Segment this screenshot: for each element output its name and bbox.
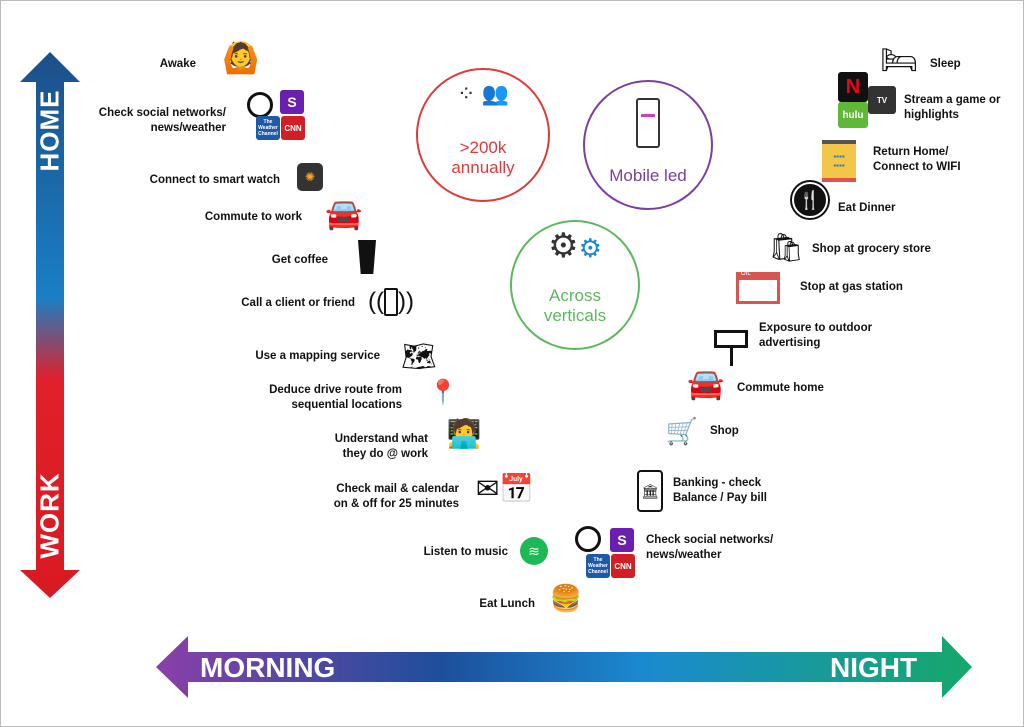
mobile-cart-icon: 🛒 <box>665 415 699 446</box>
night-label: NIGHT <box>830 652 918 683</box>
volume-line2: annually <box>451 158 515 177</box>
person-stretching-icon: 🙆 <box>222 41 260 75</box>
weather-channel-logo: The Weather Channel <box>256 116 280 140</box>
building-icon: ▪▪▪▪▪▪▪▪ <box>822 140 856 182</box>
morning-night-axis-arrow <box>156 636 972 698</box>
night-item-dinner: Eat Dinner <box>838 202 896 214</box>
morning-item-call: Call a client or friend <box>241 297 355 309</box>
netflix-logo: N <box>838 72 868 102</box>
morning-item-map: Use a mapping service <box>255 350 380 362</box>
cnn-logo: CNN <box>611 554 635 578</box>
night-item-social: Check social networks/ news/weather <box>646 534 774 561</box>
morning-item-awake: Awake <box>159 58 196 70</box>
weather-channel-logo: The Weather Channel <box>586 554 610 578</box>
car-icon: 🚘 <box>687 367 725 401</box>
night-item-sleep: Sleep <box>930 58 961 70</box>
home-work-axis-arrow <box>20 52 80 598</box>
home-label-wrap: HOME <box>30 80 70 180</box>
social-news-icon: S The Weather Channel CNN <box>569 520 637 580</box>
night-item-home-wifi: Return Home/ Connect to WIFI <box>873 146 961 173</box>
night-item-stream: Stream a game or highlights <box>904 94 1001 121</box>
social-network-icon <box>247 92 273 118</box>
smartwatch-icon: ✺ <box>297 156 323 198</box>
night-item-grocery: Shop at grocery store <box>812 243 931 255</box>
morning-item-music: Listen to music <box>423 546 508 558</box>
volume-circle: ⁘ 👥 >200k annually <box>416 68 550 202</box>
work-label-wrap: WORK <box>30 460 70 570</box>
morning-item-mail: Check mail & calendar on & off for 25 mi… <box>333 483 459 510</box>
sports-logo: S <box>280 90 304 114</box>
mobile-circle: Mobile led <box>583 80 713 210</box>
verticals-line2: verticals <box>543 306 607 325</box>
bed-icon: 🛏 <box>879 43 919 77</box>
morning-item-watch: Connect to smart watch <box>149 174 280 186</box>
dinner-icon: 🍴 <box>792 182 828 218</box>
mail-calendar-icon: ✉📅 <box>475 472 535 504</box>
desk-worker-icon: 🧑‍💻 <box>446 417 482 449</box>
morning-item-social: Check social networks/ news/weather <box>98 107 226 134</box>
route-icon: 📍 <box>428 378 458 406</box>
coffee-cup-icon <box>356 238 378 276</box>
streaming-apps-icon: N TV hulu <box>838 72 896 128</box>
gears-icon: ⚙⚙ <box>548 227 602 265</box>
work-label: WORK <box>34 471 65 559</box>
morning-item-work: Understand what they do @ work <box>334 433 428 460</box>
mobile-label: Mobile led <box>609 166 687 185</box>
gas-station-icon: OIL <box>736 271 780 304</box>
phone-ringing-icon: (()) <box>368 288 414 316</box>
morning-label: MORNING <box>200 652 336 683</box>
night-item-gas: Stop at gas station <box>800 281 903 293</box>
crowd-icon: ⁘ 👥 <box>457 81 509 106</box>
grocery-bag-icon: 🛍 <box>768 231 804 263</box>
social-news-icon: S The Weather Channel CNN <box>243 86 307 142</box>
map-icon: 🗺 <box>401 340 437 372</box>
morning-item-route: Deduce drive route from sequential locat… <box>269 384 402 411</box>
night-item-shop: Shop <box>710 425 739 437</box>
mobile-bank-icon: 🏛 <box>637 470 663 512</box>
social-network-icon <box>575 526 601 552</box>
morning-item-commute: Commute to work <box>204 211 302 223</box>
verticals-line1: Across <box>549 286 601 305</box>
hulu-logo: hulu <box>838 102 868 128</box>
spotify-icon: ≋ <box>520 537 548 565</box>
sports-logo: S <box>610 528 634 552</box>
night-item-advertising: Exposure to outdoor advertising <box>759 322 873 349</box>
night-item-commute: Commute home <box>737 382 824 394</box>
home-label: HOME <box>34 89 65 171</box>
verticals-circle: ⚙⚙ Across verticals <box>510 220 640 350</box>
gas-logo: OIL <box>741 271 751 277</box>
morning-item-lunch: Eat Lunch <box>479 598 535 610</box>
lunch-icon: 🍔 <box>549 582 583 613</box>
cnn-logo: CNN <box>281 116 305 140</box>
volume-line1: >200k <box>459 138 507 157</box>
night-item-banking: Banking - check Balance / Pay bill <box>673 477 767 504</box>
morning-item-coffee: Get coffee <box>271 254 328 266</box>
youtube-tv-logo: TV <box>868 86 896 114</box>
billboard-icon <box>713 320 749 366</box>
mobile-tap-icon <box>636 98 660 148</box>
car-icon: 🚘 <box>325 197 363 231</box>
